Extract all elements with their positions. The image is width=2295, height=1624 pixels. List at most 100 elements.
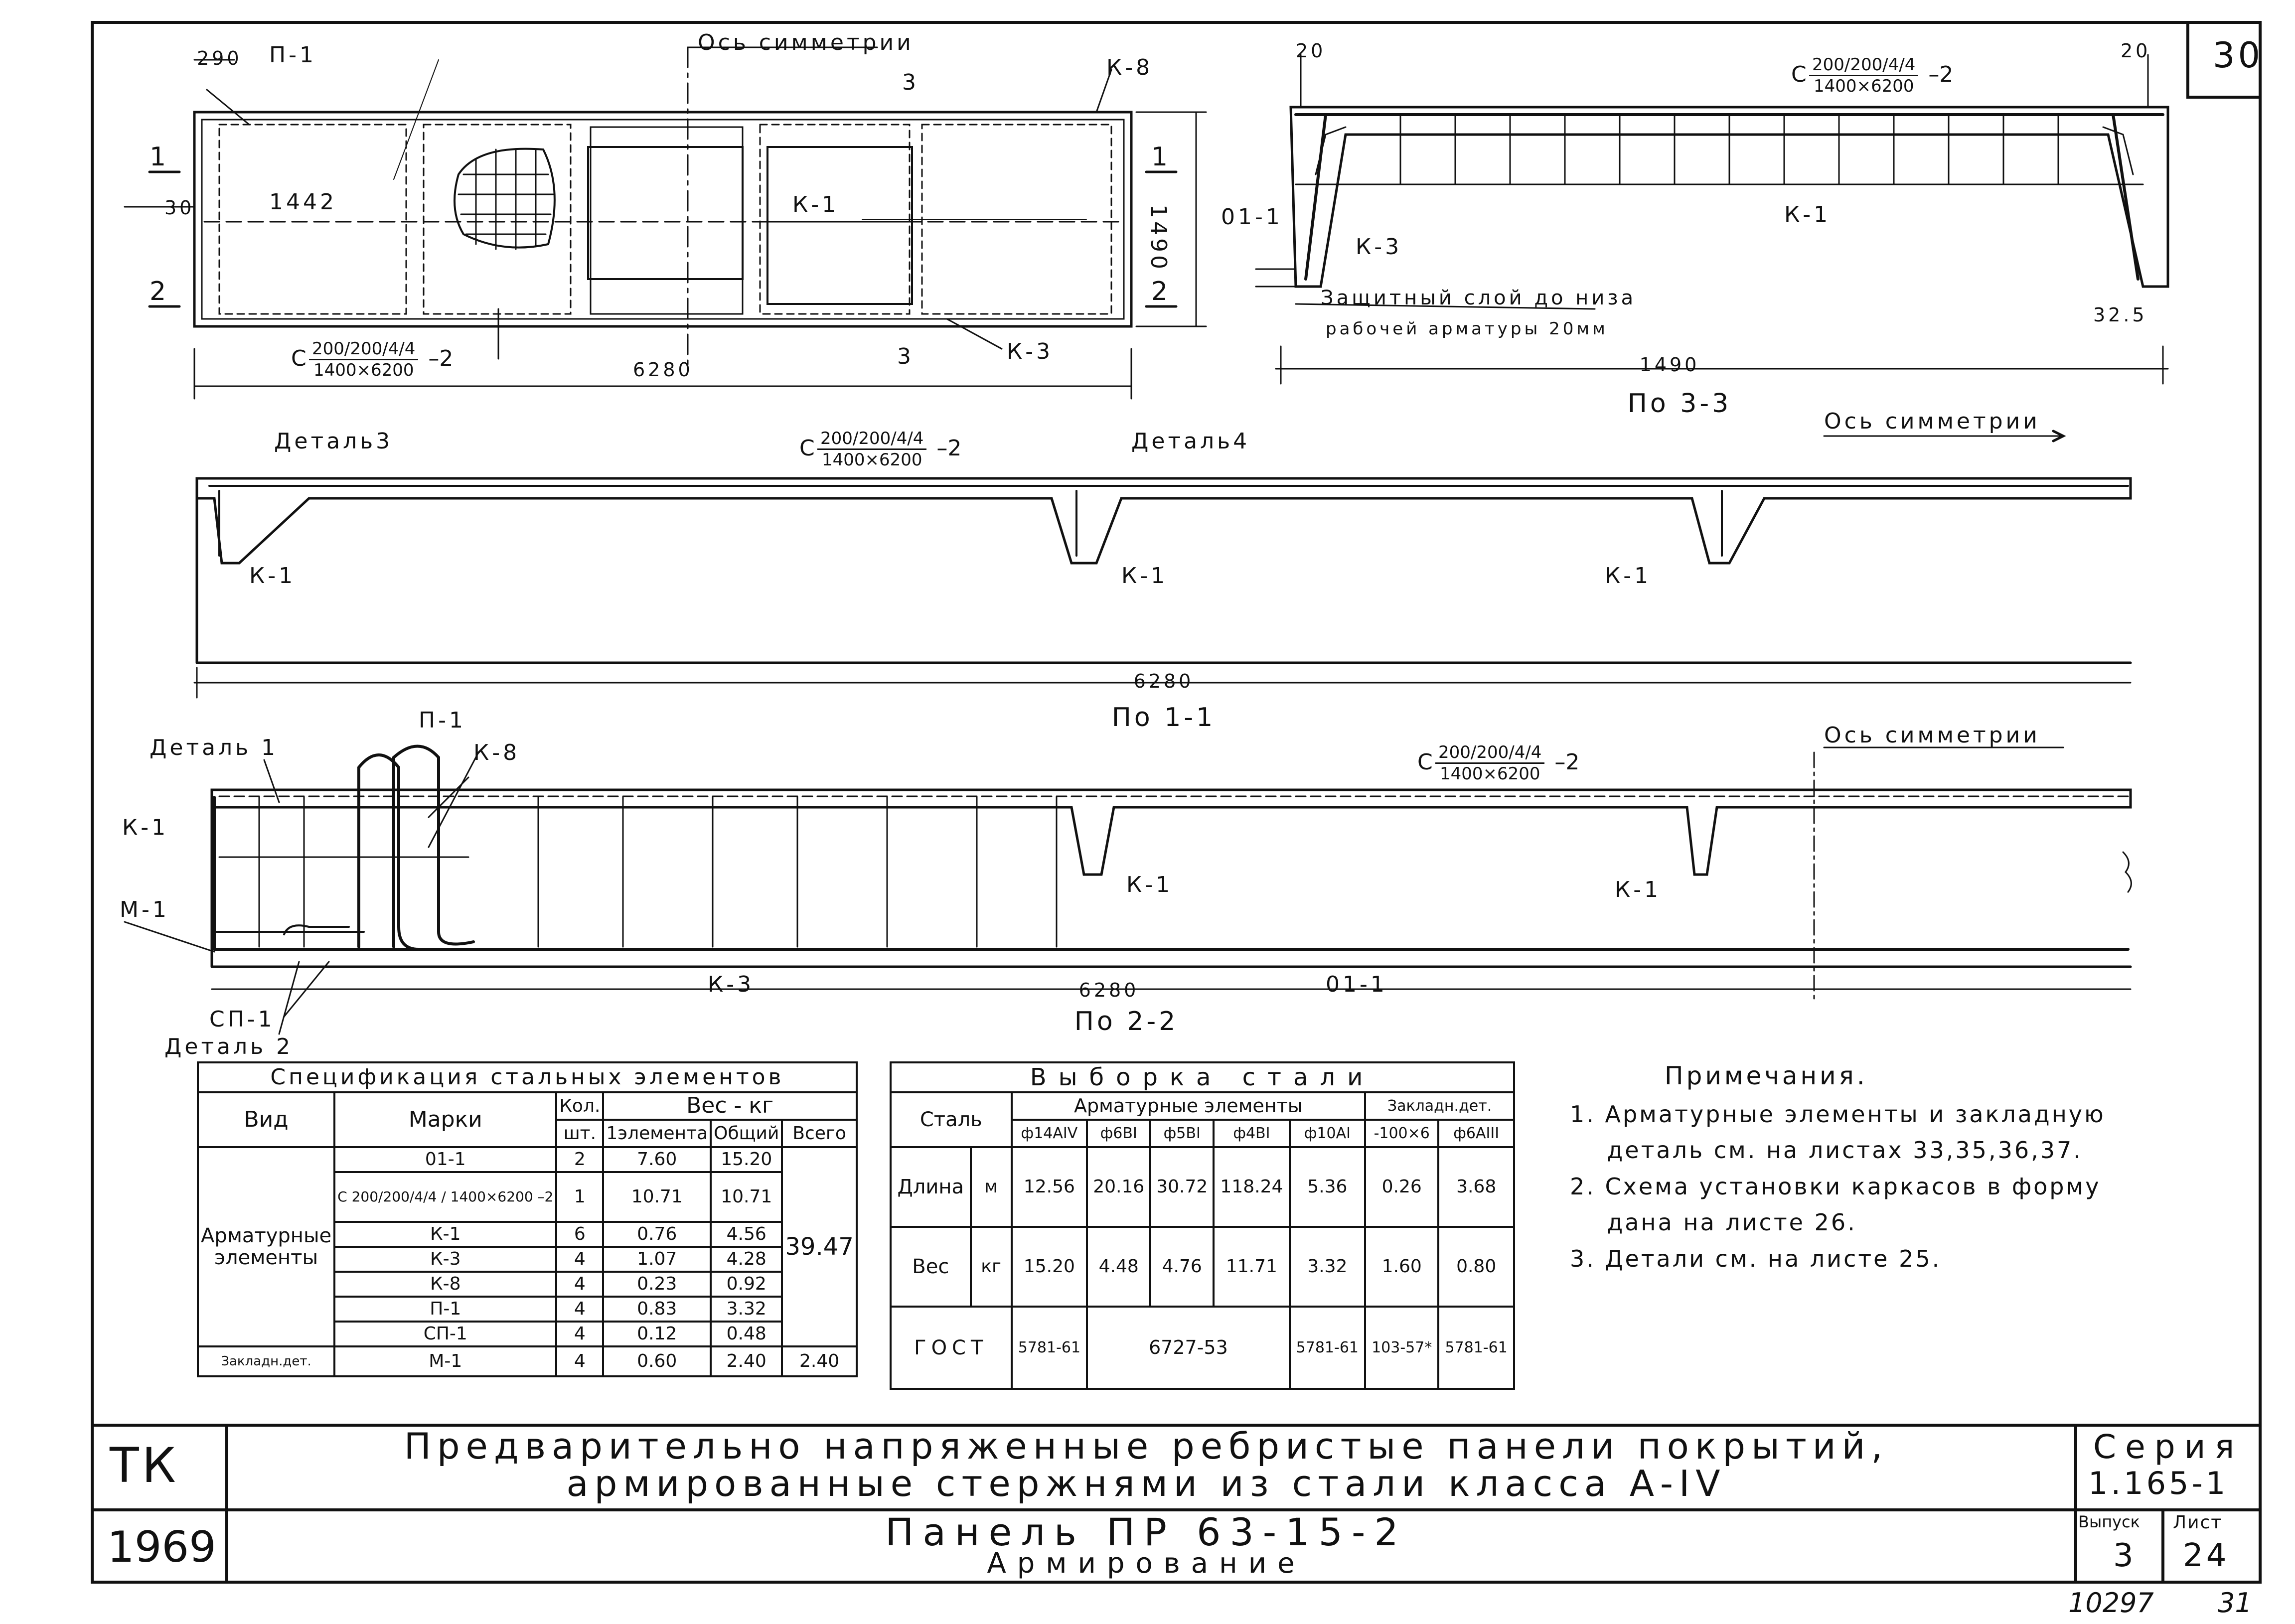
steel-weight-value: 11.71 xyxy=(1213,1226,1291,1308)
sheet-value: 24 xyxy=(2183,1537,2230,1574)
plan-dim-6280: 6280 xyxy=(633,359,693,381)
steel-gost-label: ГОСТ xyxy=(890,1306,1013,1390)
spec-row-total: 4.28 xyxy=(710,1246,783,1273)
plan-section-2-left: 2 xyxy=(150,277,169,306)
issue-label: Выпуск xyxy=(2078,1512,2140,1531)
spec-row-qty: 4 xyxy=(555,1296,605,1323)
spec-row-total: 0.48 xyxy=(710,1321,783,1347)
spec-row-per: 0.23 xyxy=(602,1271,712,1298)
plan-dim-1442: 1442 xyxy=(269,189,337,215)
s22-label-o11: 01-1 xyxy=(1326,972,1387,997)
spec-row-mark: 01-1 xyxy=(333,1146,558,1173)
spec-row-mark: П-1 xyxy=(333,1296,558,1323)
series-value: 1.165-1 xyxy=(2088,1465,2229,1501)
spec-table: Спецификация стальных элементов Вид Марк… xyxy=(196,1061,858,1377)
steel-weight-value: 1.60 xyxy=(1364,1226,1440,1308)
spec-emb-mark: М-1 xyxy=(333,1345,558,1377)
note-item: 3. Детали см. на листе 25. xyxy=(1570,1245,1942,1272)
spec-h-all: Всего xyxy=(781,1119,858,1148)
spec-row-total: 10.71 xyxy=(710,1171,783,1223)
spec-row-per: 0.83 xyxy=(602,1296,712,1323)
steel-weight-value: 15.20 xyxy=(1010,1226,1088,1308)
plan-dim-290: 290 xyxy=(197,47,242,69)
s33-label-k1: К-1 xyxy=(1784,202,1831,227)
s22-label-m1: М-1 xyxy=(120,897,169,922)
steel-col: ф6АIII xyxy=(1437,1119,1515,1148)
plan-label-k8: К-8 xyxy=(1106,55,1153,80)
s11-k1-a: К-1 xyxy=(249,563,296,589)
s33-label-k3: К-3 xyxy=(1356,234,1402,260)
notes-title: Примечания. xyxy=(1665,1061,1868,1090)
spec-row-mark: К-1 xyxy=(333,1221,558,1248)
steel-length-value: 0.26 xyxy=(1364,1146,1440,1228)
steel-col: ф14АIV xyxy=(1010,1119,1088,1148)
steel-length-value: 12.56 xyxy=(1010,1146,1088,1228)
plan-section-1-right: 1 xyxy=(1151,142,1171,172)
steel-gost-value: 5781-61 xyxy=(1437,1306,1515,1390)
plan-dim-1490: 1490 xyxy=(1146,204,1171,272)
spec-row-mark: К-8 xyxy=(333,1271,558,1298)
spec-row-qty: 4 xyxy=(555,1246,605,1273)
title-block-lines xyxy=(91,1424,2262,1584)
s11-detail4: Деталь4 xyxy=(1131,429,1250,454)
steel-table: Выборка стали Сталь Арматурные элементы … xyxy=(890,1061,1515,1390)
sheet-corner-number: 30 xyxy=(2213,35,2264,76)
plan-cut-3-bottom: 3 xyxy=(897,344,914,369)
section-33 xyxy=(1255,54,2169,385)
spec-title: Спецификация стальных элементов xyxy=(197,1061,858,1093)
spec-emb-qty: 4 xyxy=(555,1345,605,1377)
s11-dim-6280: 6280 xyxy=(1133,670,1194,692)
steel-length-value: 5.36 xyxy=(1288,1146,1367,1228)
issue-value: 3 xyxy=(2113,1537,2137,1574)
s33-cover-line1: Защитный слой до низа xyxy=(1321,287,1637,309)
s22-k1-a: К-1 xyxy=(1126,872,1173,897)
spec-emb-per: 0.60 xyxy=(602,1345,712,1377)
spec-row-mark: СП-1 xyxy=(333,1321,558,1347)
spec-row-per: 0.12 xyxy=(602,1321,712,1347)
spec-h-qty-unit: шт. xyxy=(555,1119,605,1148)
plan-label-p1: П-1 xyxy=(269,42,316,68)
steel-col: ф5ВI xyxy=(1149,1119,1215,1148)
steel-weight-label: Вес xyxy=(890,1226,972,1308)
spec-row-per: 7.60 xyxy=(602,1146,712,1173)
steel-h-steel: Сталь xyxy=(890,1091,1013,1148)
plan-axis-symmetry: Ось симметрии xyxy=(698,30,914,55)
steel-col: -100×6 xyxy=(1364,1119,1440,1148)
spec-row-total: 15.20 xyxy=(710,1146,783,1173)
s11-axis-symmetry: Ось симметрии xyxy=(1824,409,2040,434)
steel-gost-value: 5781-61 xyxy=(1288,1306,1367,1390)
s33-label-o11: 01-1 xyxy=(1221,204,1283,230)
plan-label-k1: К-1 xyxy=(792,192,839,217)
steel-length-label: Длина xyxy=(890,1146,972,1228)
spec-row-mark: К-3 xyxy=(333,1246,558,1273)
s22-label-k1-left: К-1 xyxy=(122,815,169,840)
steel-weight-value: 4.76 xyxy=(1149,1226,1215,1308)
spec-group-armature: Арматурные элементы xyxy=(196,1146,336,1347)
s22-k1-b: К-1 xyxy=(1615,877,1662,902)
section-22 xyxy=(124,744,2132,1035)
s22-label-k8: К-8 xyxy=(473,740,520,765)
spec-row-total: 4.56 xyxy=(710,1221,783,1248)
page-number: 31 xyxy=(2218,1587,2252,1619)
note-item: 2. Схема установки каркасов в форму дана… xyxy=(1570,1173,2101,1236)
title-year: 1969 xyxy=(107,1522,216,1572)
steel-length-unit: м xyxy=(969,1146,1013,1228)
archive-number: 10297 xyxy=(2068,1587,2154,1619)
plan-label-k3: К-3 xyxy=(1007,339,1054,364)
title-org: ТК xyxy=(110,1438,179,1493)
s33-cover-line2: рабочей арматуры 20мм xyxy=(1326,319,1608,339)
steel-length-value: 118.24 xyxy=(1213,1146,1291,1228)
steel-col: ф6ВI xyxy=(1086,1119,1152,1148)
plan-section-2-right: 2 xyxy=(1151,277,1171,306)
steel-length-value: 20.16 xyxy=(1086,1146,1152,1228)
spec-row-qty: 4 xyxy=(555,1271,605,1298)
s33-dim-20-left: 20 xyxy=(1296,40,1326,62)
steel-h-emb: Закладн.дет. xyxy=(1364,1091,1515,1121)
spec-row-per: 10.71 xyxy=(602,1171,712,1223)
s22-dim-6280: 6280 xyxy=(1078,979,1139,1001)
spec-h-weight: Вес - кг xyxy=(602,1091,858,1121)
s22-label-sp1: СП-1 xyxy=(209,1007,275,1032)
